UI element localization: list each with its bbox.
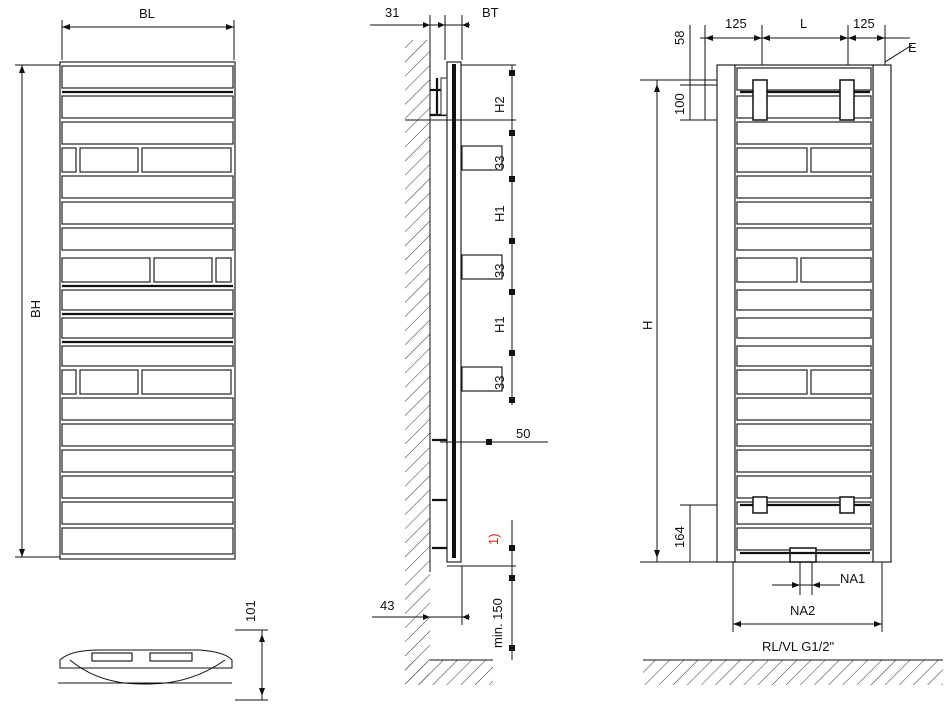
dim-h2-label: H2	[492, 96, 507, 113]
back-view: 125 L 125 E 58 100 H 164	[640, 16, 943, 685]
dim-h1a-label: H1	[492, 205, 507, 222]
dim-50-label: 50	[516, 426, 530, 441]
wall-hatch	[405, 40, 430, 685]
floor-hatch	[405, 660, 493, 685]
side-view: 31 BT H2 33 H1 33 H1 33	[370, 5, 548, 685]
width-label: BL	[139, 6, 155, 21]
dim-bt-label: BT	[482, 5, 499, 20]
floor-hatch-back	[643, 660, 943, 685]
dim-43-label: 43	[380, 598, 394, 613]
dim-33b-label: 33	[492, 264, 507, 278]
note-1-label: 1)	[486, 533, 501, 545]
front-view: BL BH	[15, 6, 268, 701]
dim-min150-label: min. 150	[490, 598, 505, 648]
dim-H-label: H	[640, 321, 655, 330]
depth-label: 101	[243, 600, 258, 622]
dim-L-label: L	[800, 16, 807, 31]
radiator-plan-view: 101	[58, 600, 268, 701]
dim-na2-label: NA2	[790, 603, 815, 618]
dim-33a-label: 33	[492, 156, 507, 170]
wall-brackets	[740, 79, 870, 514]
dim-33c-label: 33	[492, 376, 507, 390]
dim-125-right-label: 125	[853, 16, 875, 31]
dim-100-label: 100	[672, 93, 687, 115]
dim-58-label: 58	[672, 31, 687, 45]
dim-125-left-label: 125	[725, 16, 747, 31]
dim-31-label: 31	[385, 5, 399, 20]
right-collector-tube	[872, 64, 892, 563]
left-collector-tube	[716, 64, 736, 563]
connection-fitting	[789, 547, 817, 563]
dim-164-label: 164	[672, 526, 687, 548]
dim-na1-label: NA1	[840, 571, 865, 586]
dim-rl-label: RL/VL G1/2"	[762, 639, 834, 654]
dim-E-label: E	[908, 40, 917, 55]
back-radiator-bars	[736, 67, 872, 551]
dim-h1b-label: H1	[492, 316, 507, 333]
radiator-bars	[61, 65, 234, 555]
height-label: BH	[28, 300, 43, 318]
